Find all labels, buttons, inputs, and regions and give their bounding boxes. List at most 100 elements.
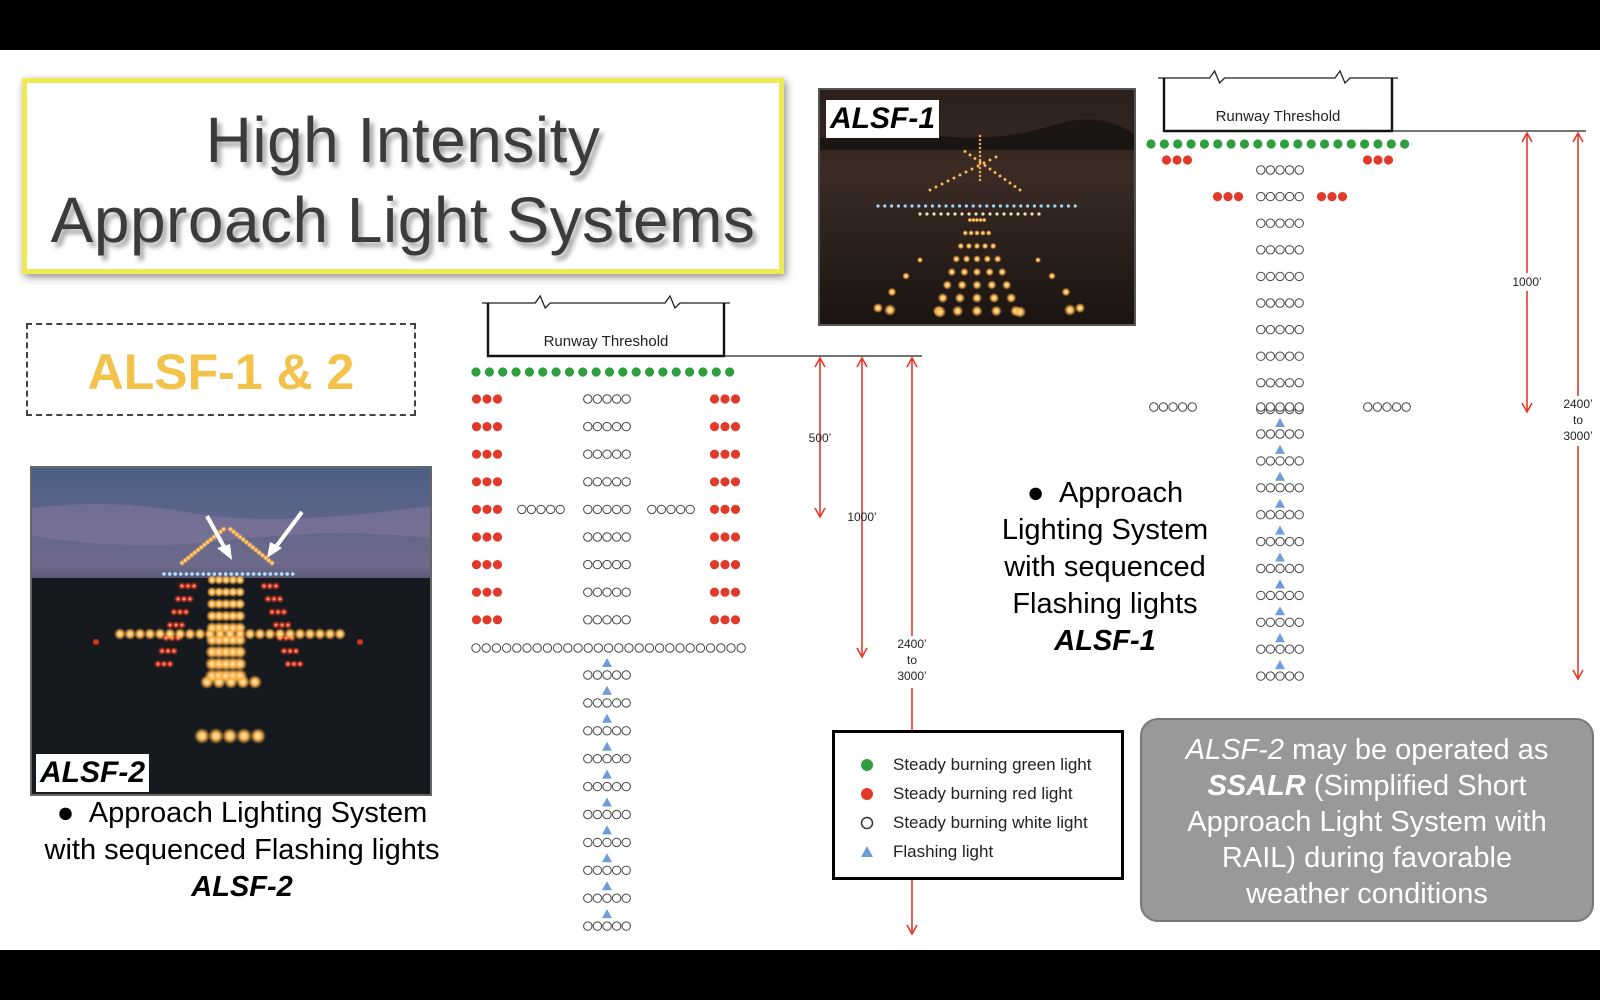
photo-light: [972, 280, 982, 290]
green-light: [1346, 139, 1356, 149]
red-light: [720, 422, 730, 432]
white-light: [611, 837, 622, 848]
white-light: [583, 893, 593, 903]
photo-light: [174, 628, 186, 640]
white-light: [1275, 191, 1285, 202]
white-light: [592, 754, 603, 764]
dimension-3000-label: 3000’: [897, 669, 926, 683]
red-light: [1327, 192, 1337, 202]
dimension-3000-label: 3000’: [1563, 429, 1592, 443]
photo-light: [968, 153, 972, 157]
photo-light: [917, 204, 921, 208]
arrow-down-icon: [856, 647, 868, 659]
green-light: [1226, 139, 1236, 149]
white-light: [1256, 644, 1266, 654]
red-light: [492, 394, 503, 404]
white-light: [1294, 351, 1304, 361]
photo-light: [164, 647, 172, 655]
photo-light: [917, 257, 923, 263]
photo-light: [235, 575, 245, 585]
white-light: [1284, 165, 1295, 175]
white-light: [1256, 456, 1266, 466]
white-light: [621, 670, 631, 680]
white-light: [1294, 165, 1304, 175]
white-light: [656, 504, 667, 515]
white-light: [1256, 218, 1266, 228]
white-light: [1294, 617, 1304, 627]
green-dot-icon: [861, 759, 873, 771]
photo-light: [964, 204, 968, 208]
photo-light: [234, 586, 246, 598]
alsf2-caption: ● Approach Lighting System with sequence…: [22, 795, 462, 906]
photo-light: [263, 572, 267, 576]
photo-light: [937, 204, 941, 208]
white-light: [1275, 590, 1285, 601]
white-light: [1294, 456, 1304, 466]
red-light: [492, 587, 503, 597]
red-light: [492, 504, 503, 514]
white-light: [665, 643, 675, 653]
photo-light: [1006, 292, 1017, 304]
photo-light: [967, 212, 971, 216]
white-light: [1177, 402, 1188, 412]
white-light: [611, 754, 622, 764]
photo-light: [233, 645, 247, 659]
photo-light: [284, 621, 292, 629]
white-light: [1294, 245, 1304, 255]
dimension-2400-label: 2400’: [1563, 397, 1592, 411]
alsf1-photo: ALSF-1: [818, 88, 1136, 326]
photo-light: [940, 182, 944, 186]
photo-light: [972, 267, 982, 277]
red-light: [1383, 155, 1394, 165]
white-light: [644, 643, 655, 653]
note-text-2: (Simplified Short: [1305, 770, 1527, 802]
photo-light: [212, 572, 217, 576]
white-light: [602, 921, 612, 931]
flashing-light: [602, 713, 612, 723]
red-light: [1182, 155, 1193, 165]
white-light: [611, 587, 622, 597]
white-light: [583, 394, 593, 404]
white-light: [611, 449, 622, 459]
photo-light: [268, 572, 273, 576]
alsf2-caption-line2: with sequenced Flashing lights: [44, 834, 440, 866]
white-light: [611, 865, 622, 875]
photo-light: [998, 267, 1007, 277]
white-light: [1294, 563, 1304, 574]
red-light: [709, 477, 720, 487]
photo-light: [144, 628, 156, 640]
red-light: [720, 504, 730, 514]
white-light: [602, 865, 612, 875]
white-light: [1284, 245, 1295, 255]
white-light: [1265, 536, 1276, 547]
red-light: [720, 394, 730, 404]
photo-light: [989, 242, 997, 250]
white-light: [1294, 590, 1304, 601]
photo-light: [962, 230, 969, 236]
photo-light: [180, 595, 188, 603]
white-light: [583, 477, 593, 487]
white-light: [592, 781, 603, 792]
photo-light: [1035, 257, 1041, 263]
white-light: [583, 421, 593, 432]
photo-light: [190, 582, 198, 590]
white-light: [1294, 536, 1304, 547]
photo-light: [1013, 184, 1017, 189]
arrow-down-icon: [814, 507, 826, 519]
white-light: [1284, 617, 1295, 627]
arrow-up-icon: [856, 356, 868, 368]
photo-light: [988, 158, 992, 162]
red-light: [492, 532, 503, 542]
photo-light: [124, 628, 136, 640]
green-light: [524, 367, 535, 377]
white-light: [1265, 644, 1276, 654]
subtitle: ALSF-1 & 2: [87, 344, 355, 400]
photo-light: [204, 628, 216, 640]
alsf2-caption-name: ALSF-2: [191, 871, 293, 903]
photo-light: [978, 217, 983, 223]
white-light: [602, 587, 612, 597]
flashing-light: [602, 685, 612, 695]
white-light: [1256, 271, 1266, 282]
photo-light: [214, 628, 226, 640]
photo-light: [154, 660, 162, 668]
